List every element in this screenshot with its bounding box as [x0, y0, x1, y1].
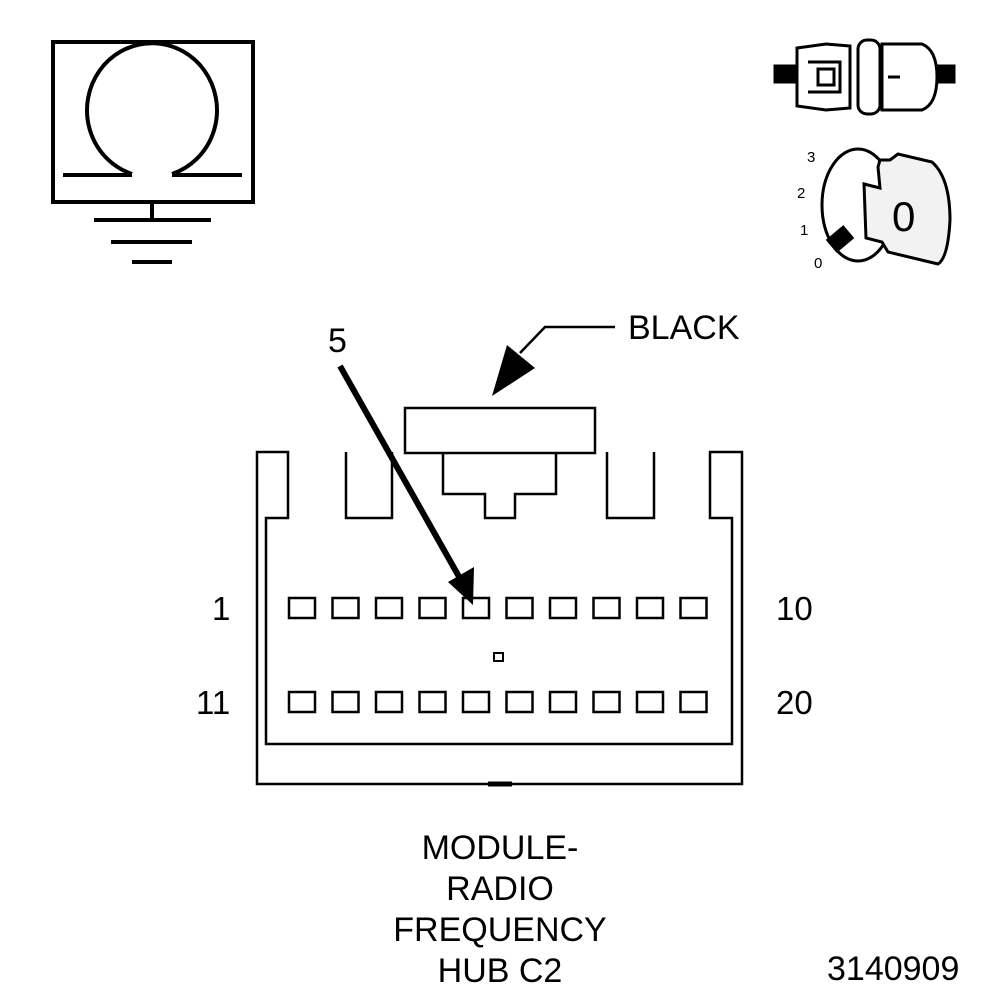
pin-cavity — [287, 596, 317, 620]
title-line: HUB C2 — [437, 952, 563, 990]
pin-cavity — [592, 596, 621, 620]
pin-cavity — [331, 690, 360, 714]
pin-cavity — [461, 596, 491, 620]
pin-cavity — [418, 690, 447, 714]
title-line: RADIO — [446, 870, 554, 908]
pin-cavity — [548, 690, 578, 714]
pin-cavity — [679, 690, 708, 714]
pin-cavity — [679, 596, 708, 620]
pin-cavity — [418, 596, 447, 620]
pin-label-bottom-left: 11 — [196, 684, 231, 721]
ignition-position-3: 3 — [807, 149, 816, 166]
pin-label-top-left: 1 — [212, 590, 231, 627]
ignition-key-position-label: 0 — [892, 193, 916, 240]
ignition-position-0: 0 — [814, 255, 823, 272]
pin-cavity — [548, 596, 578, 620]
pin-pointer-arrow — [337, 364, 474, 605]
pin-cavity — [374, 596, 404, 620]
connector-disconnect-icon — [773, 38, 956, 116]
ignition-position-2: 2 — [797, 185, 806, 202]
ignition-position-1: 1 — [800, 222, 809, 239]
pin-cavity — [287, 690, 317, 714]
pin-cavities — [287, 596, 708, 714]
pin-cavity — [635, 690, 665, 714]
ohm-meter-ground-icon — [51, 40, 255, 264]
figure-number: 3140909 — [827, 950, 960, 988]
pin-cavity — [592, 690, 621, 714]
connector-title: MODULE- RADIO FREQUENCY HUB C2 — [300, 828, 700, 992]
center-key-mark — [493, 652, 504, 662]
pin-cavity — [505, 596, 534, 620]
connector-body — [255, 406, 744, 787]
color-callout-label: BLACK — [628, 309, 740, 347]
pin-cavity — [505, 690, 534, 714]
pin-label-bottom-right: 20 — [776, 684, 813, 721]
pin-cavity — [635, 596, 665, 620]
color-callout-leader — [492, 325, 615, 396]
pin-cavity — [461, 690, 491, 714]
pin-cavity — [331, 596, 360, 620]
title-line: MODULE- — [421, 829, 579, 867]
ignition-key-icon — [820, 147, 952, 266]
pointer-pin-label: 5 — [328, 322, 347, 360]
pin-cavity — [374, 690, 404, 714]
title-line: FREQUENCY — [393, 911, 607, 949]
pin-label-top-right: 10 — [776, 590, 813, 627]
